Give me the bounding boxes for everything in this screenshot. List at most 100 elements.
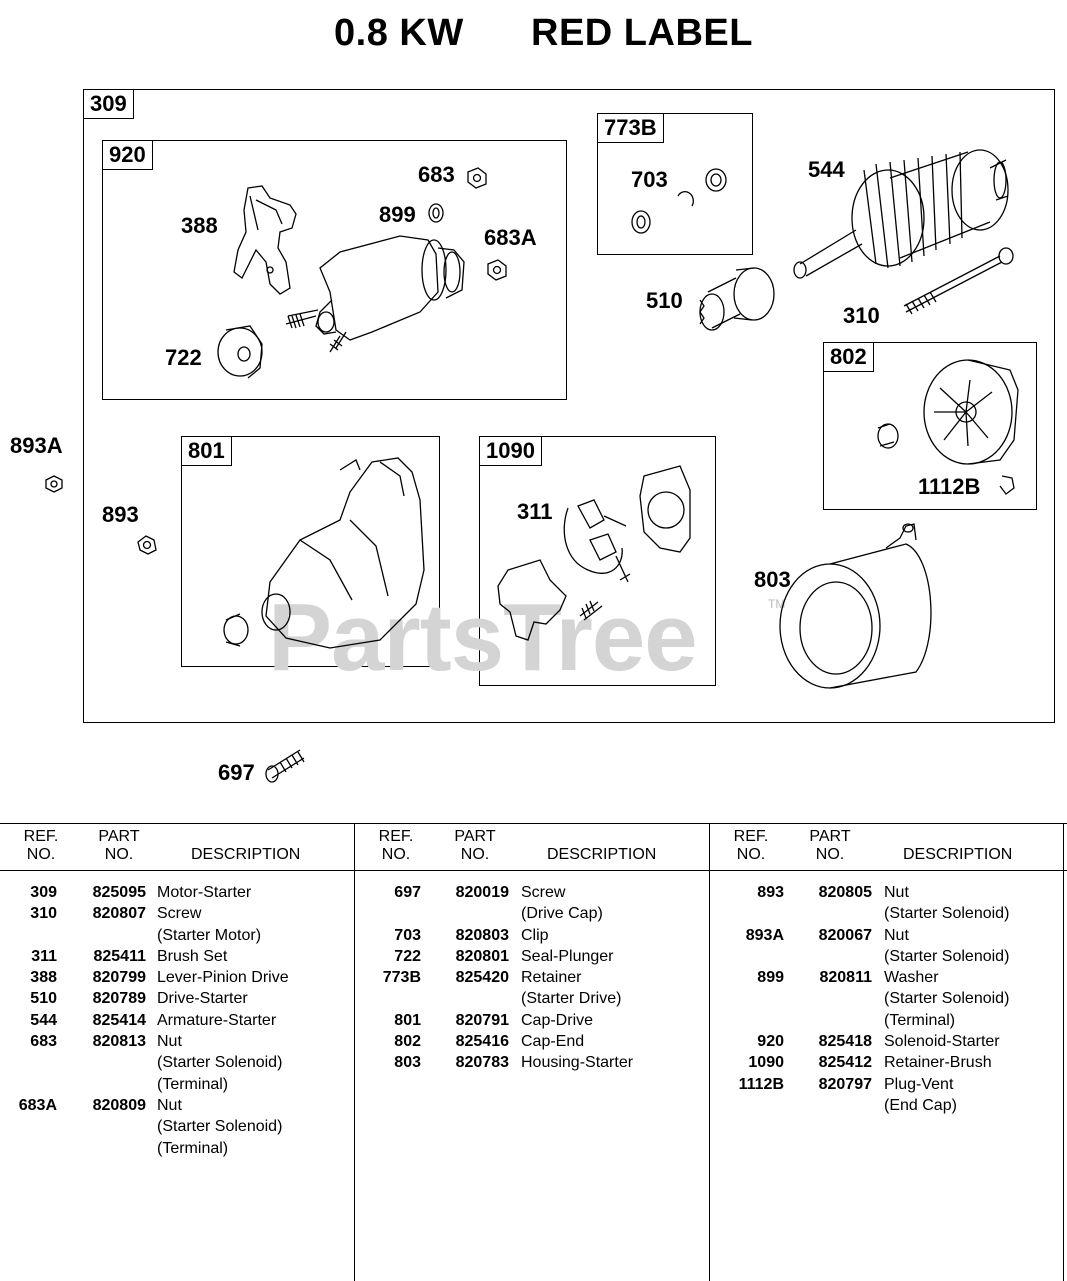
part-number: 825420 [455,969,509,987]
part-description: (Starter Solenoid) [157,1054,283,1072]
nut-893a-part [45,475,63,493]
header-ref: REF.NO. [378,828,414,863]
table-row: (Terminal) [0,1074,354,1095]
ref-number: 544 [30,1011,57,1029]
part-number: 820067 [818,926,872,944]
table-row: (Terminal) [0,1138,354,1159]
part-description: Washer [884,969,939,987]
seal-plunger-part [217,325,263,379]
part-description: Lever-Pinion Drive [157,969,289,987]
part-number: 820813 [92,1033,146,1051]
table-right-border [1063,824,1064,1281]
ref-number: 510 [30,990,57,1008]
box-tag-309: 309 [83,89,134,119]
part-description: (Drive Cap) [521,905,603,923]
table-row: (Terminal) [710,1010,1063,1031]
part-description: (Terminal) [884,1011,956,1029]
part-description: (Starter Drive) [521,990,622,1008]
table-row: (Starter Solenoid) [0,1116,354,1137]
part-number: 825411 [93,947,146,965]
part-description: (Starter Solenoid) [157,1118,283,1136]
ref-number: 893 [757,884,784,901]
header-description: DESCRIPTION [547,846,657,863]
part-description: Motor-Starter [157,884,252,901]
table-column-divider [354,824,355,1281]
ref-number: 1090 [748,1054,784,1072]
ref-number: 683A [18,1096,57,1114]
box-tag-802: 802 [823,342,874,372]
solenoid-part [285,235,465,353]
screw-697-part [265,749,305,783]
part-number: 820805 [818,884,872,901]
armature-part [793,149,1009,279]
part-description: (Terminal) [157,1075,229,1093]
ref-number: 920 [757,1033,784,1051]
part-number: 820797 [818,1075,872,1093]
table-row: (Starter Solenoid) [710,988,1063,1009]
drive-starter-part [699,267,775,331]
box-tag-773b: 773B [597,113,664,143]
part-description: Clip [521,926,549,944]
housing-starter-part [779,523,932,689]
part-number: 825095 [92,884,146,901]
callout-893a: 893A [10,433,63,458]
callout-697: 697 [218,760,255,785]
assembly-box-773b: 773B [597,113,753,255]
ref-number: 893A [745,926,784,944]
title-power: 0.8 KW [334,12,464,54]
callout-703: 703 [631,167,668,192]
part-number: 820809 [92,1096,146,1114]
brush-set-part [563,499,631,583]
lever-pinion-drive-part [233,185,297,295]
ref-number: 801 [394,1011,421,1029]
ref-number: 899 [757,969,784,987]
header-description: DESCRIPTION [191,846,301,863]
callout-388: 388 [181,213,218,238]
ref-number: 388 [30,969,57,987]
ref-number: 722 [394,947,421,965]
part-description: Armature-Starter [157,1011,277,1029]
table-row: (Starter Solenoid) [0,1052,354,1073]
table-row: (Starter Drive) [355,988,709,1009]
assembly-box-309: 309 [83,89,1055,723]
ref-number: 802 [394,1033,421,1051]
drive-cap-part [223,457,425,649]
callout-311: 311 [517,499,553,524]
part-description: Housing-Starter [521,1054,634,1072]
ref-number: 310 [30,905,57,923]
callout-893: 893 [102,502,139,527]
nut-683a-part [487,259,507,281]
part-description: Screw [521,884,566,901]
part-description: (End Cap) [884,1096,957,1114]
callout-1112b: 1112B [918,474,981,499]
table-row: (Drive Cap) [355,903,709,924]
part-description: Cap-End [521,1033,585,1051]
ref-number: 703 [394,926,421,944]
part-description: Plug-Vent [884,1075,954,1093]
part-number: 825412 [818,1054,872,1072]
part-number: 825416 [455,1033,509,1051]
table-row: 683A 820809 Nut [0,1095,354,1116]
brush-retainer-part [497,465,691,641]
ref-number: 311 [31,947,57,965]
ref-number: 683 [30,1033,57,1051]
part-number: 820799 [92,969,146,987]
part-description: Nut [157,1096,182,1114]
table-header-rule [0,870,1067,871]
part-description: Nut [884,926,909,944]
part-number: 820789 [92,990,146,1008]
